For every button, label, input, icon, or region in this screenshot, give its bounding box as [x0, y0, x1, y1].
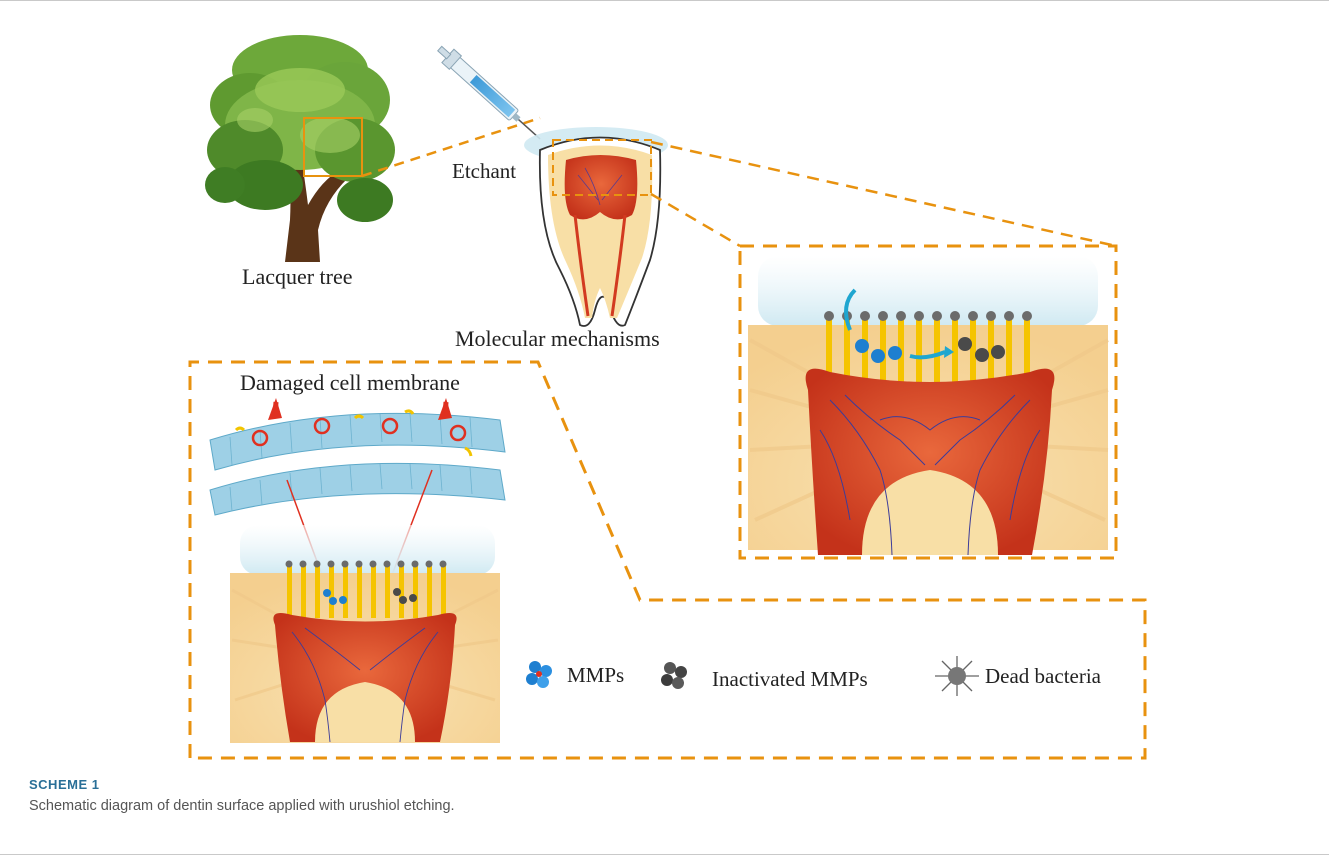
caption-label: SCHEME 1 [29, 777, 99, 792]
dead-bacteria-legend-icon [935, 656, 979, 696]
damaged-membrane-label: Damaged cell membrane [240, 370, 460, 395]
zoomed-dentin-panel [740, 246, 1116, 558]
lacquer-tree-illustration [205, 35, 395, 262]
lacquer-tree-label: Lacquer tree [242, 264, 353, 289]
legend-mmps-label: MMPs [567, 663, 624, 687]
legend: MMPs Inactivated MMPs Dead bacteria [526, 656, 1102, 696]
legend-inactivated-mmps-label: Inactivated MMPs [712, 667, 868, 691]
inactivated-mmp-legend-icon [661, 662, 687, 689]
etchant-label: Etchant [452, 159, 516, 183]
zoom-connector-bottom [651, 194, 740, 246]
tooth-illustration [524, 127, 668, 326]
syringe-icon [434, 42, 546, 146]
zoom-connector-top [651, 142, 1116, 246]
molecular-mechanisms-label: Molecular mechanisms [455, 326, 660, 351]
caption-text: Schematic diagram of dentin surface appl… [29, 798, 455, 814]
small-dentin-illustration [230, 525, 500, 743]
legend-dead-bacteria-label: Dead bacteria [985, 664, 1102, 688]
schematic-diagram: Lacquer tree Etchant Molecular m [0, 0, 1329, 770]
mmp-legend-icon [526, 661, 552, 688]
